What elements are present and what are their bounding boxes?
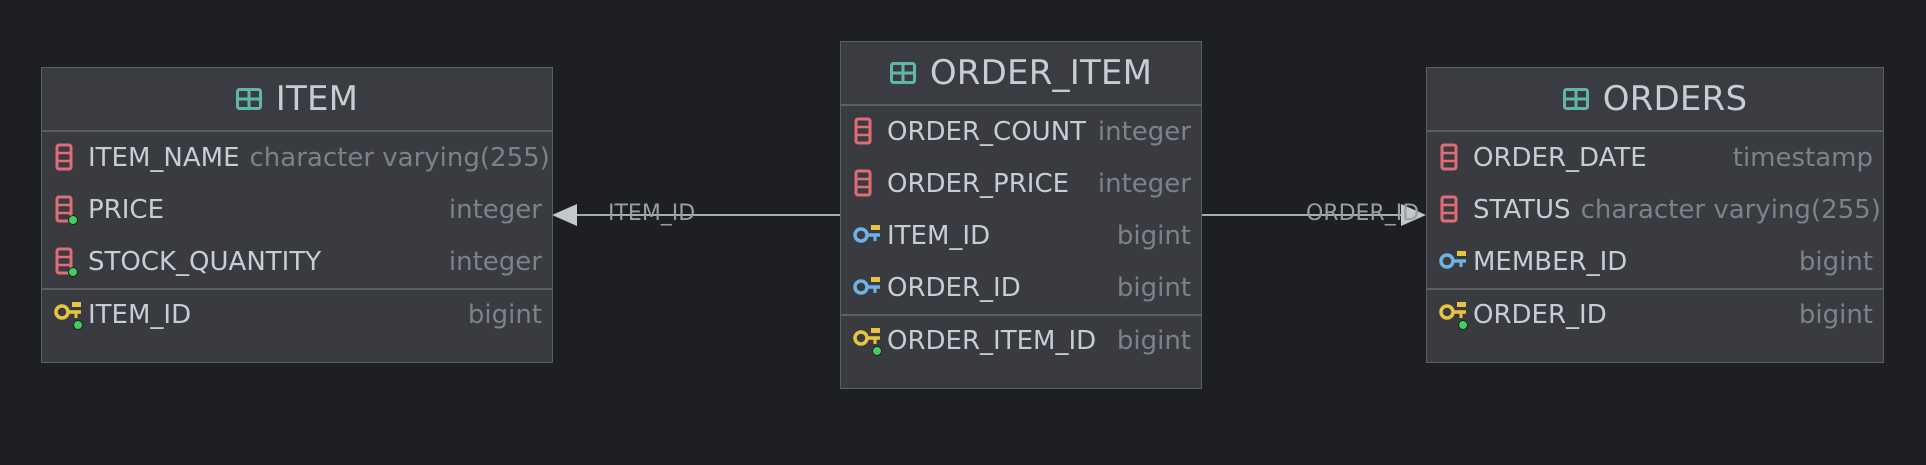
table-header[interactable]: ORDERS xyxy=(1427,68,1883,132)
column-icon xyxy=(853,168,885,200)
key-row[interactable]: ITEM_ID bigint xyxy=(42,288,552,340)
table-orders[interactable]: ORDERS ORDER_DATE timestamp STATUS chara… xyxy=(1426,67,1884,363)
key-row[interactable]: ORDER_ITEM_ID bigint xyxy=(841,314,1201,366)
column-icon xyxy=(1439,142,1471,174)
column-name: ORDER_ID xyxy=(887,273,1021,303)
table-title: ITEM xyxy=(275,79,359,119)
foreign-key-icon xyxy=(853,272,885,304)
column-name: ITEM_ID xyxy=(887,221,991,251)
column-type: character varying(255) xyxy=(249,143,550,173)
column-name: ORDER_ID xyxy=(1473,300,1607,330)
table-order-item[interactable]: ORDER_ITEM ORDER_COUNT integer ORDER_PRI… xyxy=(840,41,1202,389)
column-type: timestamp xyxy=(1732,143,1873,173)
column-row[interactable]: MEMBER_ID bigint xyxy=(1427,236,1883,288)
column-type: character varying(255) xyxy=(1580,195,1881,225)
arrow-head-order-id xyxy=(1401,204,1426,226)
column-row[interactable]: ORDER_DATE timestamp xyxy=(1427,132,1883,184)
column-name: ITEM_NAME xyxy=(88,143,240,173)
column-type: bigint xyxy=(467,300,542,330)
column-icon xyxy=(1439,194,1471,226)
column-name: ORDER_COUNT xyxy=(887,117,1087,147)
column-row[interactable]: STATUS character varying(255) xyxy=(1427,184,1883,236)
column-row[interactable]: ITEM_ID bigint xyxy=(841,210,1201,262)
column-row[interactable]: ORDER_PRICE integer xyxy=(841,158,1201,210)
column-name: PRICE xyxy=(88,195,164,225)
key-row[interactable]: ORDER_ID bigint xyxy=(1427,288,1883,340)
column-notnull-icon xyxy=(54,194,86,226)
primary-key-icon xyxy=(853,325,885,357)
table-icon xyxy=(235,88,262,110)
column-notnull-icon xyxy=(54,246,86,278)
column-name: STATUS xyxy=(1473,195,1571,225)
column-type: bigint xyxy=(1116,273,1191,303)
column-icon xyxy=(853,116,885,148)
column-type: bigint xyxy=(1116,221,1191,251)
column-type: integer xyxy=(448,247,542,277)
column-type: bigint xyxy=(1798,247,1873,277)
foreign-key-icon xyxy=(1439,246,1471,278)
foreign-key-icon xyxy=(853,220,885,252)
column-name: ORDER_ITEM_ID xyxy=(887,326,1097,356)
column-type: bigint xyxy=(1798,300,1873,330)
column-type: bigint xyxy=(1116,326,1191,356)
column-icon xyxy=(54,142,86,174)
table-title: ORDERS xyxy=(1602,79,1748,119)
column-type: integer xyxy=(1097,169,1191,199)
table-title: ORDER_ITEM xyxy=(929,53,1153,93)
table-icon xyxy=(1562,88,1589,110)
column-row[interactable]: PRICE integer xyxy=(42,184,552,236)
relation-label-item-id: ITEM_ID xyxy=(608,201,696,226)
table-icon xyxy=(889,62,916,84)
table-header[interactable]: ORDER_ITEM xyxy=(841,42,1201,106)
column-name: STOCK_QUANTITY xyxy=(88,247,322,277)
column-row[interactable]: ORDER_COUNT integer xyxy=(841,106,1201,158)
column-name: MEMBER_ID xyxy=(1473,247,1628,277)
column-name: ORDER_DATE xyxy=(1473,143,1647,173)
column-type: integer xyxy=(448,195,542,225)
arrow-head-item-id xyxy=(552,204,577,226)
column-type: integer xyxy=(1097,117,1191,147)
column-row[interactable]: STOCK_QUANTITY integer xyxy=(42,236,552,288)
relation-label-order-id: ORDER_ID xyxy=(1306,201,1420,226)
table-item[interactable]: ITEM ITEM_NAME character varying(255) PR… xyxy=(41,67,553,363)
table-header[interactable]: ITEM xyxy=(42,68,552,132)
column-name: ITEM_ID xyxy=(88,300,192,330)
column-row[interactable]: ITEM_NAME character varying(255) xyxy=(42,132,552,184)
primary-key-icon xyxy=(1439,299,1471,331)
primary-key-icon xyxy=(54,299,86,331)
column-row[interactable]: ORDER_ID bigint xyxy=(841,262,1201,314)
column-name: ORDER_PRICE xyxy=(887,169,1070,199)
